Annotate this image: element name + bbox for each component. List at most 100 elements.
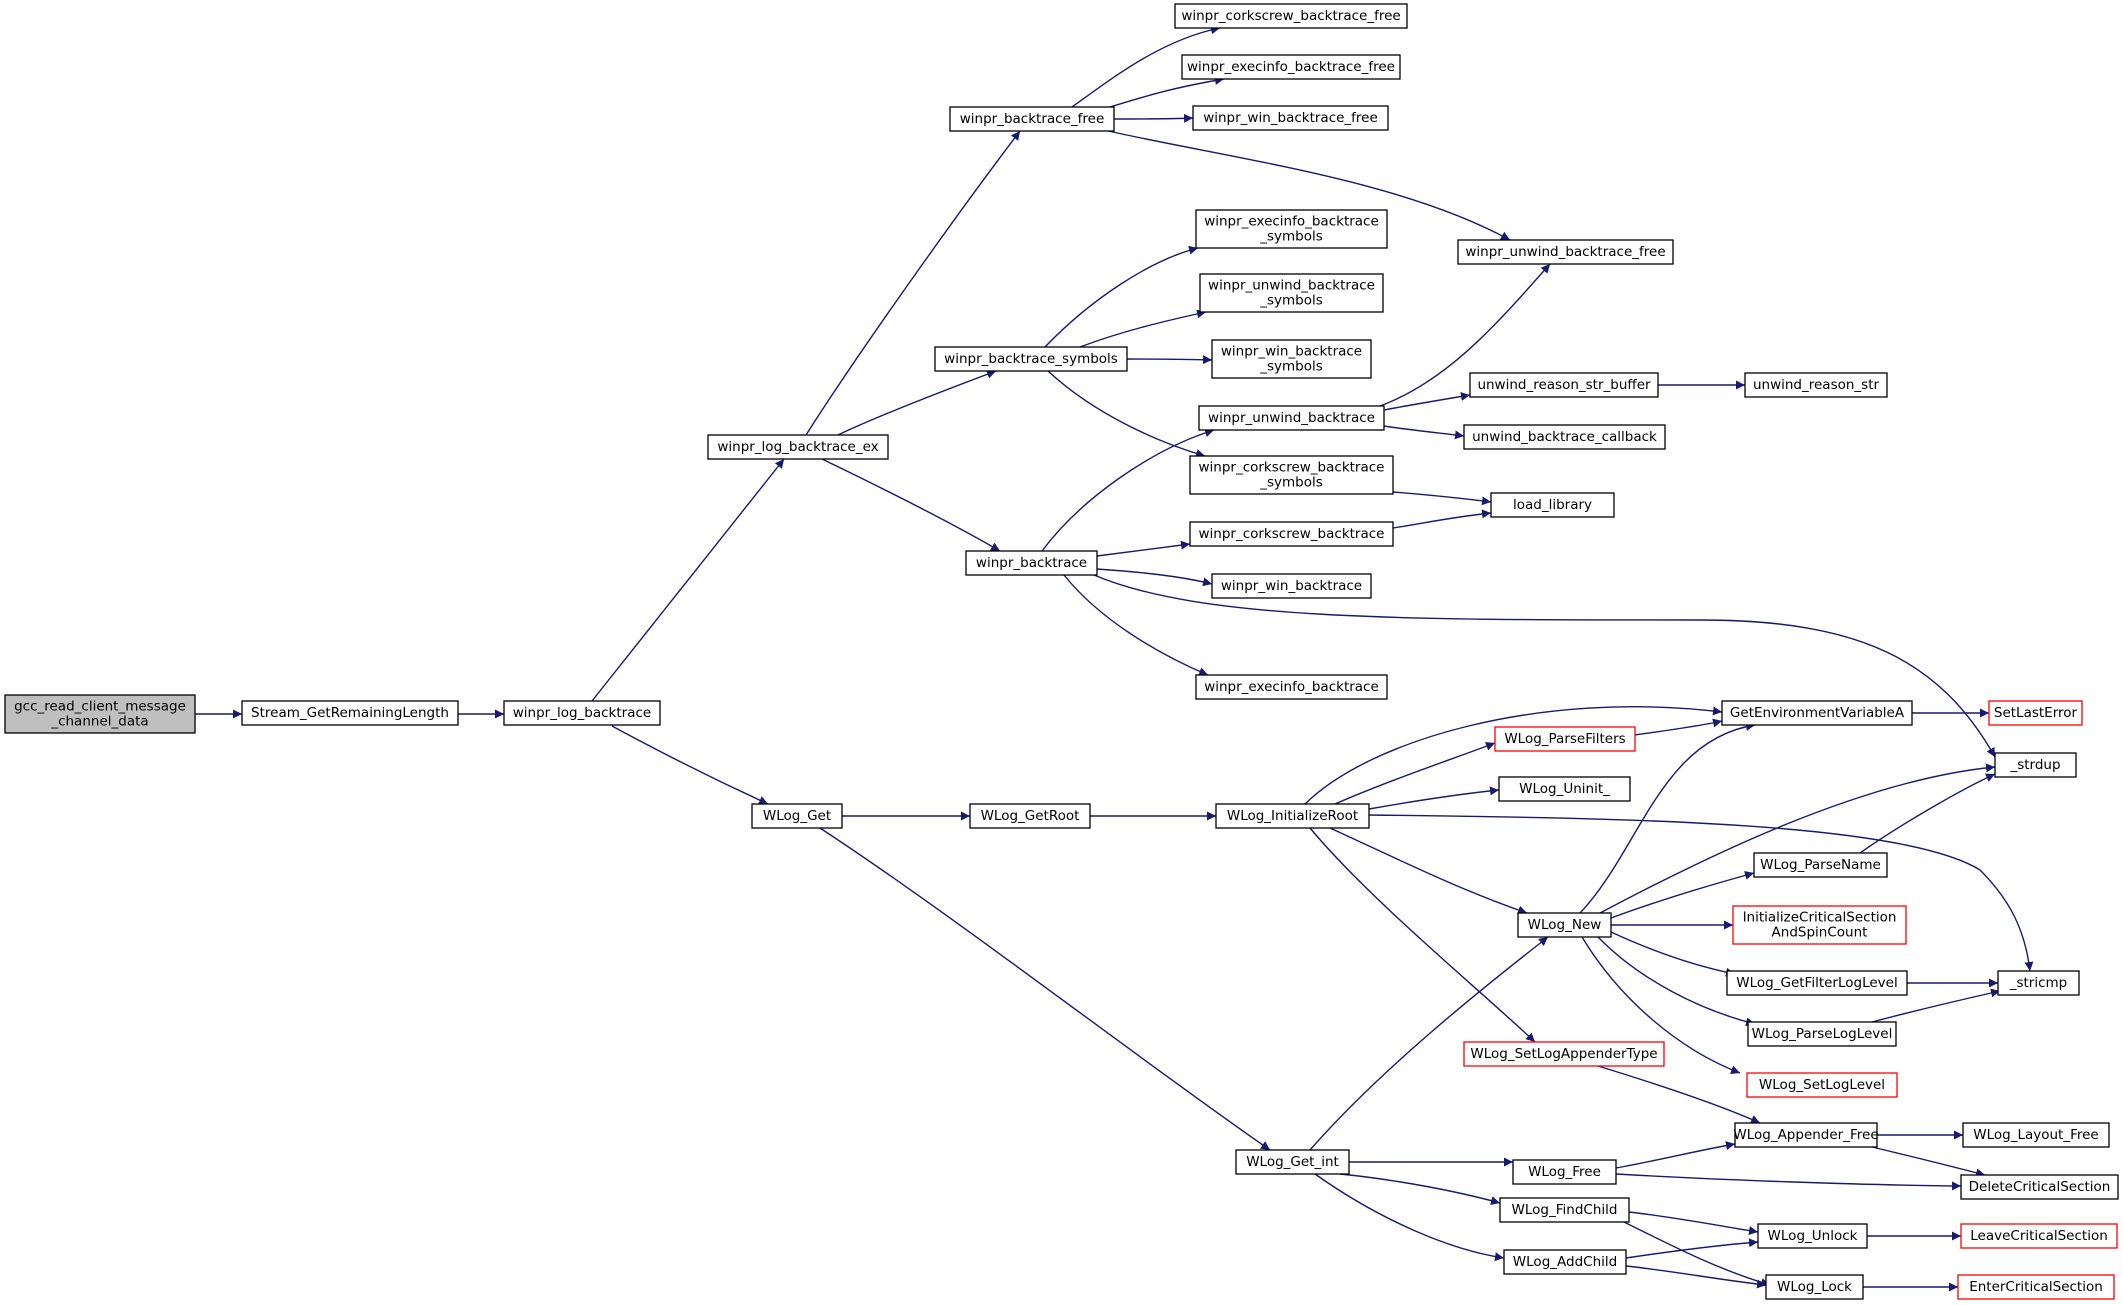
- function-node-wlogbt[interactable]: winpr_log_backtrace: [503, 700, 661, 726]
- function-node-label: _symbols: [1259, 359, 1323, 375]
- call-edge-initroot-to-stricmp: [1368, 814, 2034, 972]
- call-arrow: [1107, 130, 1511, 241]
- function-node-label: winpr_log_backtrace_ex: [717, 439, 878, 455]
- call-edge-setappender-to-appender_free: [1597, 1065, 1761, 1124]
- call-arrow: [1392, 491, 1492, 506]
- call-edge-bt_symbols-to-unwind_sym: [1079, 309, 1207, 348]
- call-arrow: [1113, 113, 1194, 123]
- function-node-unwind_bt[interactable]: winpr_unwind_backtrace: [1198, 405, 1385, 431]
- function-node-bt[interactable]: winpr_backtrace: [965, 550, 1098, 576]
- function-node-label: WLog_Unlock: [1768, 1228, 1858, 1244]
- function-node-label: winpr_corkscrew_backtrace_free: [1181, 8, 1400, 24]
- function-node-label: WLog_Lock: [1777, 1279, 1852, 1295]
- call-edge-parsename-to-strdup: [1859, 773, 1996, 854]
- function-node-layout_free[interactable]: WLog_Layout_Free: [1962, 1122, 2110, 1148]
- function-node-deletecs[interactable]: DeleteCriticalSection: [1960, 1174, 2119, 1200]
- call-edge-wlog_new-to-getfilter: [1610, 931, 1736, 977]
- function-node-setlasterror[interactable]: SetLastError: [1988, 700, 2083, 726]
- function-node-addchild[interactable]: WLog_AddChild: [1503, 1249, 1627, 1275]
- function-node-gcc[interactable]: gcc_read_client_message_channel_data: [4, 694, 196, 734]
- function-node-exec_sym[interactable]: winpr_execinfo_backtrace_symbols: [1195, 209, 1388, 249]
- function-node-getint[interactable]: WLog_Get_int: [1235, 1149, 1350, 1175]
- function-node-wlog_new[interactable]: WLog_New: [1517, 912, 1612, 938]
- function-node-label: unwind_backtrace_callback: [1472, 429, 1657, 445]
- function-node-box: [1734, 1122, 1878, 1148]
- function-node-box: [1988, 700, 2083, 726]
- call-edge-getint-to-wlog_new: [1309, 936, 1549, 1151]
- call-arrow: [1368, 814, 2034, 972]
- function-node-label: winpr_execinfo_backtrace: [1204, 679, 1379, 695]
- call-edge-bt-to-win_bt: [1096, 568, 1213, 587]
- function-node-bt_free[interactable]: winpr_backtrace_free: [949, 106, 1115, 132]
- function-node-unwind_cb[interactable]: unwind_backtrace_callback: [1463, 424, 1666, 450]
- call-edge-cork_sym-to-load_lib: [1392, 491, 1492, 506]
- function-node-uninit[interactable]: WLog_Uninit_: [1498, 776, 1631, 802]
- function-node-box: [1765, 1274, 1864, 1300]
- call-arrow: [1579, 721, 1756, 914]
- call-edge-appender_free-to-deletecs: [1871, 1146, 1986, 1178]
- function-node-box: [241, 700, 459, 726]
- function-node-unlock[interactable]: WLog_Unlock: [1757, 1223, 1868, 1249]
- function-node-label: InitializeCriticalSection: [1743, 910, 1897, 926]
- call-edge-wlog_new-to-setloglevel: [1581, 936, 1741, 1074]
- function-node-appender_free[interactable]: WLog_Appender_Free: [1733, 1122, 1879, 1148]
- function-node-box: [1490, 492, 1615, 518]
- function-node-box: [1457, 239, 1674, 265]
- call-arrow: [1871, 1146, 1986, 1178]
- function-node-label: WLog_Get: [763, 808, 831, 824]
- function-node-stream[interactable]: Stream_GetRemainingLength: [241, 700, 459, 726]
- call-arrow: [611, 725, 769, 805]
- call-edge-wlogbt-to-wlogbtex: [591, 458, 785, 702]
- call-edge-bt_free-to-unwind_free: [1107, 130, 1511, 241]
- function-node-unwind_reason_buf[interactable]: unwind_reason_str_buffer: [1469, 372, 1659, 398]
- function-node-entercs[interactable]: EnterCriticalSection: [1957, 1274, 2115, 1300]
- function-node-cork_sym[interactable]: winpr_corkscrew_backtrace_symbols: [1189, 455, 1394, 495]
- function-node-findchild[interactable]: WLog_FindChild: [1499, 1197, 1630, 1223]
- function-node-unwind_reason[interactable]: unwind_reason_str: [1744, 372, 1888, 398]
- call-edge-bt-to-exec_bt: [1063, 574, 1209, 676]
- function-node-bt_symbols[interactable]: winpr_backtrace_symbols: [934, 346, 1128, 372]
- function-node-win_bt[interactable]: winpr_win_backtrace: [1211, 573, 1372, 599]
- function-node-unwind_sym[interactable]: winpr_unwind_backtrace_symbols: [1199, 273, 1384, 313]
- function-node-wlog_get[interactable]: WLog_Get: [751, 803, 843, 829]
- function-node-strdup[interactable]: _strdup: [1994, 752, 2077, 778]
- function-node-box: [1181, 54, 1401, 80]
- function-node-getroot[interactable]: WLog_GetRoot: [969, 803, 1091, 829]
- function-node-lock[interactable]: WLog_Lock: [1765, 1274, 1864, 1300]
- function-node-wlogbtex[interactable]: winpr_log_backtrace_ex: [707, 434, 889, 460]
- call-edge-wlogbtex-to-bt_symbols: [837, 369, 997, 436]
- function-node-parsename[interactable]: WLog_ParseName: [1753, 852, 1888, 878]
- function-node-getfilter[interactable]: WLog_GetFilterLogLevel: [1726, 970, 1908, 996]
- function-node-box: [1499, 1197, 1630, 1223]
- call-arrow: [1597, 936, 1756, 1027]
- function-node-box: [1189, 455, 1394, 495]
- function-node-setloglevel[interactable]: WLog_SetLogLevel: [1746, 1072, 1898, 1098]
- function-node-label: WLog_Layout_Free: [1973, 1127, 2099, 1143]
- function-node-exec_bt[interactable]: winpr_execinfo_backtrace: [1195, 674, 1388, 700]
- function-node-getenv[interactable]: GetEnvironmentVariableA: [1721, 700, 1913, 726]
- function-node-setappender[interactable]: WLog_SetLogAppenderType: [1463, 1041, 1665, 1067]
- function-node-cork_bt[interactable]: winpr_corkscrew_backtrace: [1189, 521, 1394, 547]
- function-node-box: [1746, 1072, 1898, 1098]
- call-edge-initroot-to-getenv: [1304, 706, 1723, 805]
- call-edge-initroot-to-uninit: [1368, 786, 1500, 810]
- call-arrow: [1383, 392, 1471, 411]
- function-node-leavecs[interactable]: LeaveCriticalSection: [1960, 1223, 2118, 1249]
- call-arrow: [1625, 1238, 1759, 1259]
- function-node-cork_free[interactable]: winpr_corkscrew_backtrace_free: [1174, 3, 1408, 29]
- function-node-exec_free[interactable]: winpr_execinfo_backtrace_free: [1181, 54, 1401, 80]
- function-node-box: [1512, 1159, 1617, 1185]
- function-node-parsefilters[interactable]: WLog_ParseFilters: [1494, 726, 1636, 752]
- call-arrow: [1615, 1173, 1962, 1191]
- function-node-load_lib[interactable]: load_library: [1490, 492, 1615, 518]
- function-node-stricmp[interactable]: _stricmp: [1997, 970, 2080, 996]
- function-node-unwind_free[interactable]: winpr_unwind_backtrace_free: [1457, 239, 1674, 265]
- function-node-label: EnterCriticalSection: [1969, 1279, 2103, 1295]
- function-node-win_sym[interactable]: winpr_win_backtrace_symbols: [1211, 339, 1372, 379]
- edge-layer: [195, 25, 2034, 1292]
- function-node-parseloglevel[interactable]: WLog_ParseLogLevel: [1747, 1021, 1897, 1047]
- function-node-win_free[interactable]: winpr_win_backtrace_free: [1192, 105, 1389, 131]
- function-node-wlog_free[interactable]: WLog_Free: [1512, 1159, 1617, 1185]
- function-node-initroot[interactable]: WLog_InitializeRoot: [1215, 803, 1370, 829]
